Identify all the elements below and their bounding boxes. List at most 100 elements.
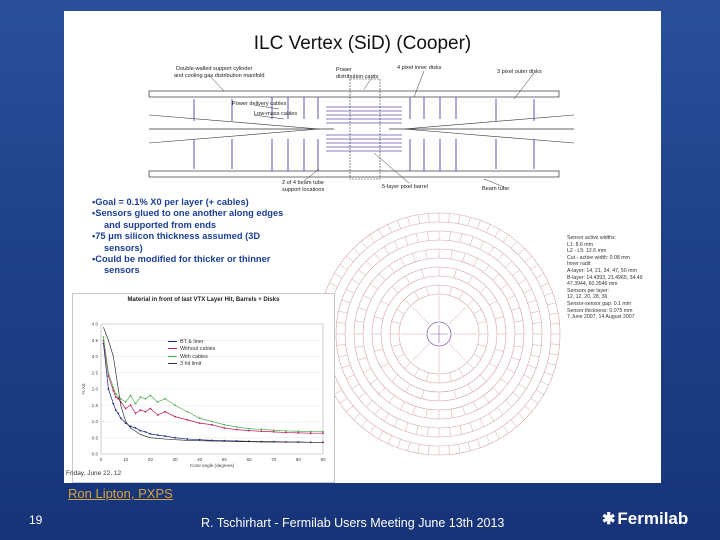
sensor-segment	[374, 348, 384, 352]
sensor-segment	[383, 246, 390, 255]
sensor-segment	[338, 354, 348, 358]
bullet-line: •Could be modified for thicker or thinne…	[92, 254, 271, 265]
sensor-segment	[339, 264, 348, 270]
sensor-segment	[383, 413, 390, 422]
data-point	[144, 397, 147, 400]
sensor-segment	[518, 413, 525, 420]
sensor-segment	[412, 253, 416, 262]
sensor-segment	[547, 302, 556, 306]
sensor-segment	[380, 362, 389, 368]
sensor-segment	[488, 246, 495, 255]
sensor-segment	[489, 362, 498, 368]
x-tick-label: 20	[148, 457, 154, 462]
beam-tube-left	[148, 114, 320, 144]
sensor-segment	[378, 430, 384, 439]
sensor-segment	[358, 357, 367, 361]
sensor-segment	[414, 291, 420, 300]
data-point	[186, 438, 189, 440]
sensor-segment	[524, 405, 532, 412]
spec-line: Cut - active width: 0.08 mm	[567, 254, 630, 261]
sensor-segment	[483, 395, 490, 403]
x-axis-label: Cone angle (degrees)	[190, 463, 235, 468]
sensor-segment	[346, 256, 354, 263]
sensor-segment	[549, 312, 559, 315]
data-point	[248, 427, 250, 430]
data-point	[139, 396, 142, 399]
x-tick-label: 60	[246, 457, 252, 462]
fermilab-logo-icon: ✱	[602, 511, 616, 528]
sensor-segment	[370, 378, 378, 385]
sensor-segment	[417, 444, 420, 454]
sensor-segment	[544, 372, 553, 376]
sensor-segment	[380, 300, 389, 306]
sensor-segment	[391, 374, 399, 382]
x-tick-label: 10	[123, 457, 129, 462]
sensor-segment	[421, 269, 425, 279]
sensor-segment	[547, 362, 556, 366]
sensor-segment	[415, 425, 419, 435]
sensor-segment	[405, 384, 411, 393]
slide-content: ILC Vertex (SiD) (Cooper)	[64, 11, 661, 483]
sensor-segment	[540, 282, 549, 287]
label-outer-disks: 3 pixel outer disks	[497, 69, 542, 75]
sensor-segment	[477, 439, 481, 448]
y-tick-label: 0.0	[92, 452, 99, 457]
sensor-segment	[336, 322, 346, 324]
data-point	[107, 371, 110, 374]
legend-label: BT & liner	[180, 339, 204, 345]
sensor-segment	[473, 258, 478, 267]
data-point	[134, 412, 137, 415]
support-cylinder-top	[148, 90, 560, 98]
sensor-segment	[524, 256, 532, 263]
pixel-barrel-layers	[326, 106, 402, 152]
x-tick-label: 0	[100, 457, 103, 462]
data-point	[211, 420, 213, 423]
data-point	[107, 375, 110, 377]
sensor-segment	[448, 445, 450, 455]
data-point	[114, 409, 117, 412]
inner-spoke	[411, 306, 430, 325]
data-point	[322, 430, 324, 433]
data-point	[139, 409, 142, 412]
pixel-disks	[193, 97, 535, 171]
sensor-segment	[510, 241, 517, 249]
data-point	[297, 430, 300, 433]
sensor-segment	[532, 344, 542, 346]
sensor-segment	[450, 409, 453, 418]
data-point	[322, 441, 324, 444]
sensor-segment	[512, 392, 520, 399]
credit-link[interactable]: Ron Lipton, PXPS	[68, 486, 173, 501]
beam-tube-right	[403, 114, 575, 144]
sensor-segment	[544, 292, 553, 296]
sensor-segment	[374, 316, 384, 320]
sensor-segment	[378, 229, 384, 238]
legend-label: With cables	[180, 353, 208, 360]
sensor-segment	[365, 260, 373, 268]
sensor-specs: Sensor active widths: L1: 8.6 mm L2 - L5…	[567, 235, 643, 321]
center-crosshair	[430, 325, 448, 343]
sensor-segment	[449, 427, 451, 437]
label-support-cylinder-2: and cooling gas distribution manifold	[174, 73, 265, 79]
data-point	[134, 427, 137, 429]
sensor-segment	[378, 273, 386, 281]
sensor-segment	[462, 253, 466, 262]
sensor-segment	[458, 444, 461, 454]
sensor-segment	[405, 275, 411, 284]
data-point	[164, 397, 167, 400]
y-tick-label: 1.5	[92, 403, 99, 408]
data-point	[285, 431, 287, 434]
beam-pipe-circle	[426, 321, 452, 347]
x-tick-label: 40	[197, 457, 203, 462]
sensor-segment	[477, 220, 481, 229]
legend-item-3hit: 3 hit limit	[168, 361, 215, 368]
sensor-segment	[535, 389, 544, 395]
spec-line: Sensor thickness: 0.075 mm	[567, 307, 633, 314]
chart-title: Material in front of last VTX Layer Hit,…	[127, 297, 280, 303]
sensor-segment	[518, 278, 527, 285]
data-point	[119, 417, 122, 420]
sensor-segment	[492, 387, 500, 395]
label-beam-tube-support-2: support locations	[282, 187, 324, 193]
sensor-segment	[388, 395, 395, 403]
legend-item-with: With cables	[168, 354, 215, 361]
